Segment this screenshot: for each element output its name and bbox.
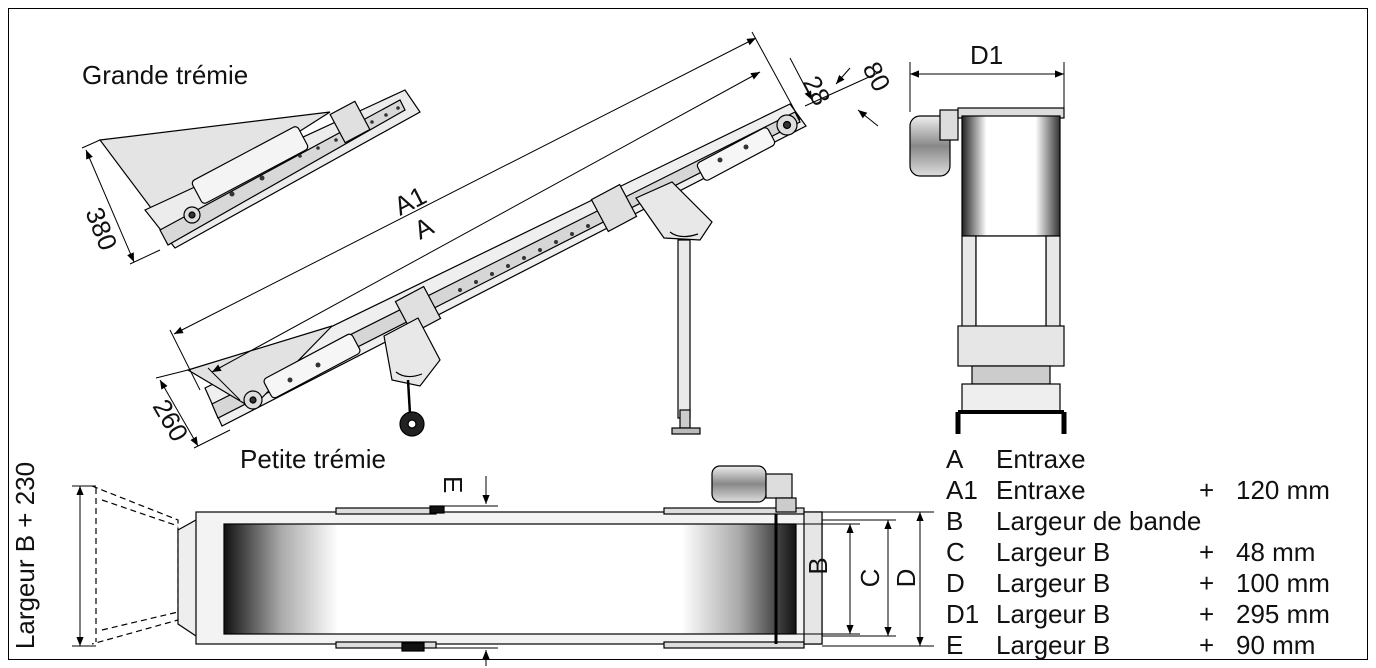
legend-code: E xyxy=(946,630,964,660)
drawing-frame xyxy=(8,8,1368,660)
legend-op: + xyxy=(1199,630,1215,660)
legend-op: + xyxy=(1199,475,1215,505)
dim-b: B xyxy=(803,557,833,574)
legend-name: Largeur B xyxy=(996,568,1111,598)
dim-c: C xyxy=(855,569,885,588)
legend-value: 295 mm xyxy=(1236,599,1330,629)
legend-code: B xyxy=(946,506,964,536)
legend-name: Entraxe xyxy=(996,444,1086,474)
dim-28: 28 xyxy=(797,71,837,111)
dim-d: D xyxy=(891,569,921,588)
conveyor-top-view xyxy=(91,465,823,652)
dim-260: 260 xyxy=(147,394,195,447)
legend-op: + xyxy=(1199,599,1215,629)
dim-e: E xyxy=(438,476,468,493)
legend-name: Largeur B xyxy=(996,599,1111,629)
legend-value: 100 mm xyxy=(1236,568,1330,598)
grande-tremie-view xyxy=(98,89,421,249)
legend-code: C xyxy=(946,537,965,567)
legend-code: A1 xyxy=(946,475,978,505)
legend-code: A xyxy=(946,444,964,474)
legend-name: Entraxe xyxy=(996,475,1086,505)
legend-code: D xyxy=(946,568,965,598)
petite-tremie-label: Petite trémie xyxy=(240,444,386,474)
largeur-b-230-label: Largeur B + 230 xyxy=(10,461,41,650)
legend-op: + xyxy=(1199,537,1215,567)
legend-name: Largeur B xyxy=(996,630,1111,660)
legend-name: Largeur de bande xyxy=(996,506,1202,536)
conveyor-end-view xyxy=(909,107,1067,434)
grande-tremie-label: Grande trémie xyxy=(82,60,249,90)
legend-value: 120 mm xyxy=(1236,475,1330,505)
legend-name: Largeur B xyxy=(996,537,1111,567)
dim-d1: D1 xyxy=(970,40,1003,70)
legend-op: + xyxy=(1199,568,1215,598)
dim-80: 80 xyxy=(857,57,897,97)
legend-code: D1 xyxy=(946,599,980,629)
legend-value: 90 mm xyxy=(1236,630,1316,660)
dim-380: 380 xyxy=(79,203,123,254)
legend-value: 48 mm xyxy=(1236,537,1316,567)
dim-a: A xyxy=(409,210,439,245)
